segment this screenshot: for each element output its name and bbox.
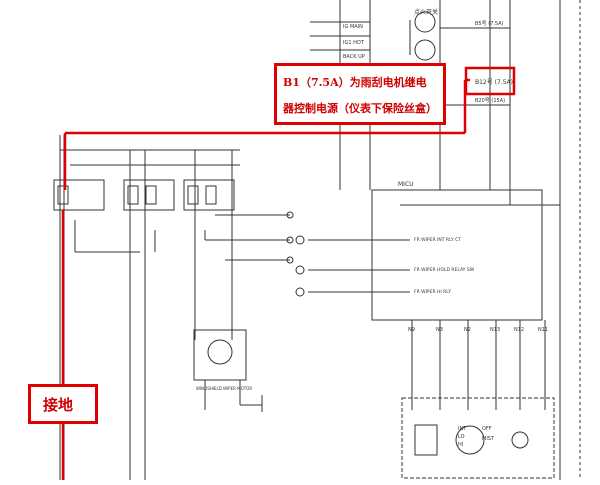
module-pin-n13: N13	[490, 327, 500, 333]
module-pin-n12: N12	[514, 327, 524, 333]
module-pin-n11: N11	[538, 327, 548, 333]
module-row-2: FR WIPER HOLD RELAY SW	[414, 267, 475, 273]
module-row-1: FR WIPER INT RLY CT	[414, 237, 461, 243]
ig1-label: IG1 HOT	[343, 40, 365, 46]
highlighted-circuit	[61, 78, 470, 480]
ig-main-label: IG MAIN	[343, 24, 363, 30]
module-pin-n3: N3	[436, 327, 443, 333]
module-pin-n2: N2	[464, 327, 471, 333]
fuse-label: B12号 (7.5A)	[475, 79, 513, 86]
module-pin-n9: N9	[408, 327, 415, 333]
fuse-callout: B1（7.5A）为雨刮电机继电器控制电源（仪表下保险丝盒）	[274, 63, 446, 125]
schematic-wires	[53, 0, 581, 480]
combi-int: INT	[458, 426, 467, 432]
motor-label: WINDSHIELD WIPER MOTOR	[196, 386, 252, 391]
fuse-a-label: B5号 (7.5A)	[475, 21, 504, 27]
fuse-highlight-box	[464, 66, 516, 96]
backup-label: BACK UP	[343, 54, 365, 60]
fuse-c-label: B20号 (15A)	[475, 98, 505, 104]
combi-lo: LO	[458, 434, 465, 440]
combi-mist: MIST	[482, 436, 495, 442]
ig-switch-label: 点火开关	[414, 8, 438, 16]
combi-off: OFF	[482, 426, 492, 432]
module-row-3: FR WIPER HI RLY	[414, 289, 451, 295]
combi-hi: HI	[458, 442, 463, 448]
ground-label: 接地	[28, 384, 98, 424]
module-title: MICU	[398, 181, 414, 188]
